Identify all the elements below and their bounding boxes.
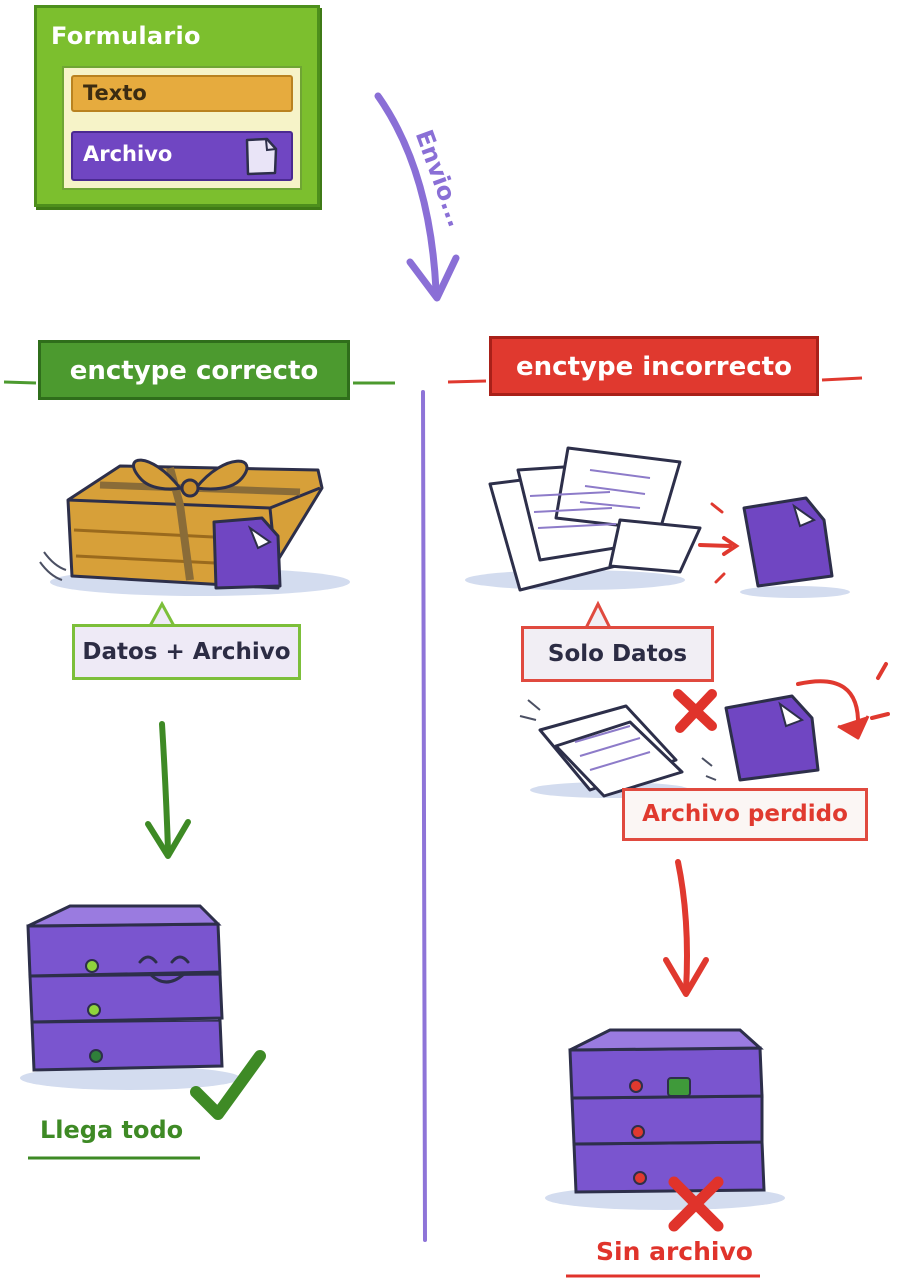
lost-document-icon	[701, 694, 820, 782]
result-failure: Sin archivo	[596, 1237, 753, 1266]
form-card: Formulario Texto Archivo	[34, 5, 320, 207]
label-file-lost: Archivo perdido	[622, 788, 868, 841]
success-arrow-icon	[145, 721, 191, 859]
paper-stack-icon	[465, 446, 702, 592]
divider-line-left-a	[3, 380, 37, 385]
bubble-tail-left	[148, 600, 176, 627]
bubble-only-data: Solo Datos	[521, 626, 714, 682]
center-divider	[421, 390, 427, 1242]
banner-correct: enctype correcto	[38, 340, 350, 400]
failure-arrow-icon	[663, 859, 709, 997]
bubble-data-file: Datos + Archivo	[72, 624, 301, 680]
submit-arrow-icon	[374, 92, 460, 302]
banner-incorrect: enctype incorrecto	[489, 336, 819, 396]
loose-papers-icon	[519, 699, 690, 798]
form-title: Formulario	[51, 22, 201, 50]
gift-box-icon	[39, 458, 350, 596]
form-body: Texto Archivo	[62, 66, 302, 190]
file-field-label: Archivo	[83, 142, 173, 166]
arrow-icon	[698, 502, 740, 584]
document-icon	[245, 137, 278, 176]
curved-arrow-icon	[796, 662, 890, 740]
divider-line-right-a	[447, 379, 487, 384]
document-icon	[740, 496, 850, 598]
text-field[interactable]: Texto	[71, 75, 293, 112]
check-icon	[190, 1050, 266, 1120]
cross-icon	[673, 689, 717, 733]
result-success: Llega todo	[40, 1116, 184, 1144]
server-icon	[20, 904, 240, 1090]
bubble-tail-right	[584, 600, 612, 629]
file-field[interactable]: Archivo	[71, 131, 293, 181]
divider-line-right-b	[821, 376, 863, 382]
server-error-icon	[545, 1028, 785, 1232]
